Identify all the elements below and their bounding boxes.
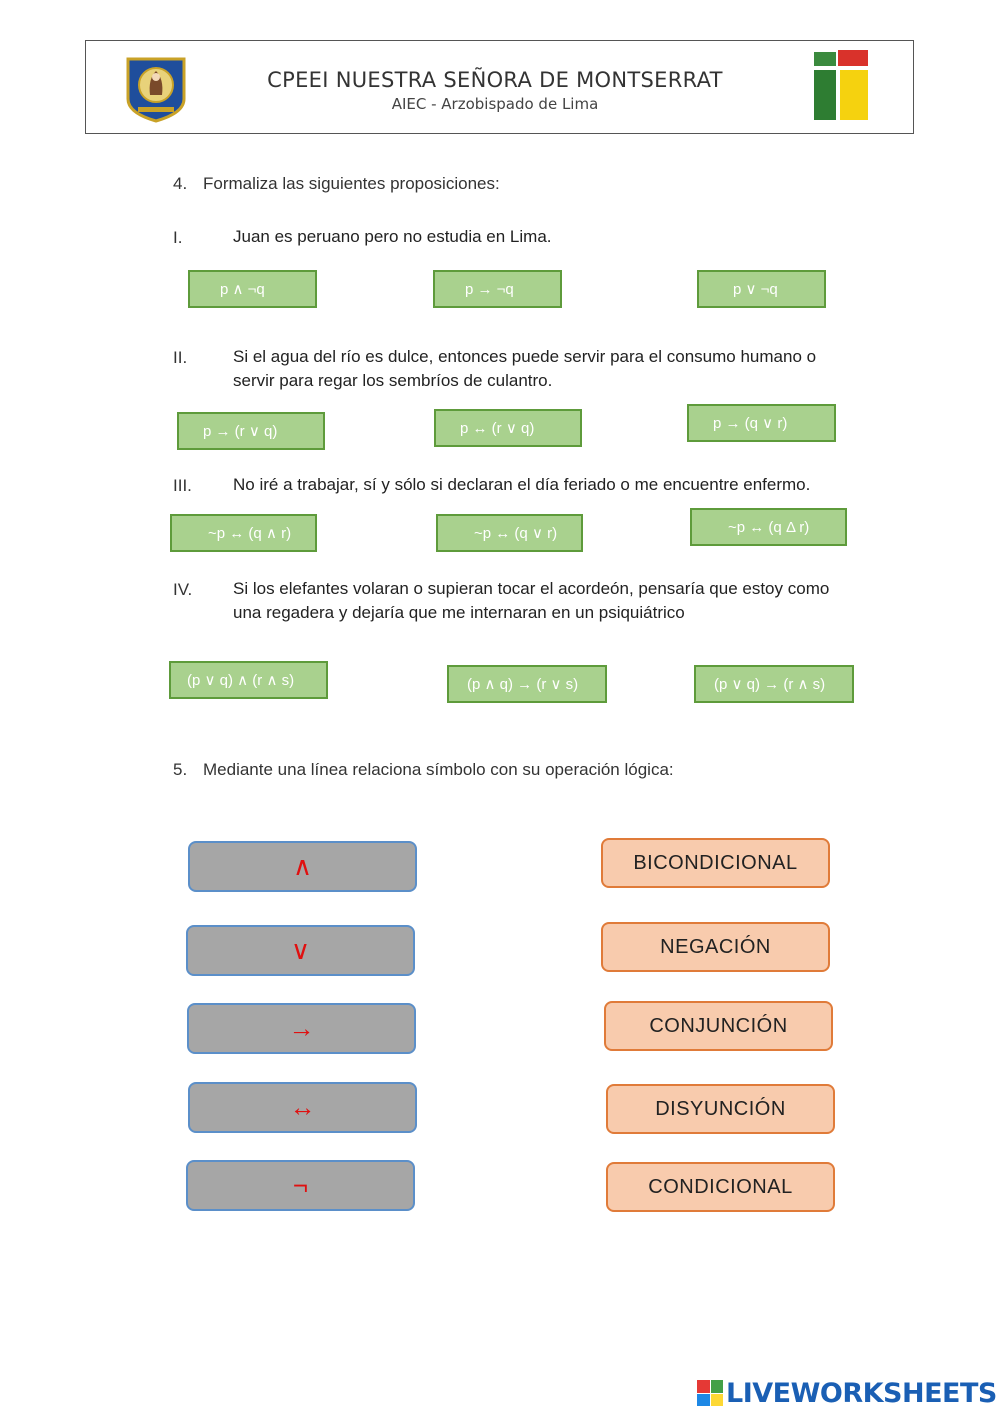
option-box[interactable]: p ↔ (r ∨ q) [434,409,582,447]
question-4-number: 4. [173,174,188,193]
symbol-box-iff[interactable]: ↔ [188,1082,417,1133]
option-box[interactable]: p ∧ ¬q [188,270,317,308]
symbol-box-and[interactable]: ∧ [188,841,417,892]
school-subtitle: AIEC - Arzobispado de Lima [391,95,599,113]
item-text: Juan es peruano pero no estudia en Lima. [233,227,552,246]
item-text: No iré a trabajar, sí y sólo si declaran… [233,475,811,494]
liveworksheets-brand: LIVEWORKSHEETS [726,1377,997,1409]
option-box[interactable]: (p ∨ q) → (r ∧ s) [694,665,854,703]
operation-box[interactable]: CONDICIONAL [606,1162,835,1212]
item-number: III. [173,476,192,495]
option-box[interactable]: p → (r ∨ q) [177,412,325,450]
item-text: Si el agua del río es dulce, entonces pu… [233,347,817,366]
symbol-box-not[interactable]: ¬ [186,1160,415,1211]
operation-box[interactable]: DISYUNCIÓN [606,1084,835,1134]
item-number: IV. [173,580,193,599]
option-box[interactable]: ~p ↔ (q ∨ r) [436,514,583,552]
question-5-text: Mediante una línea relaciona símbolo con… [203,760,674,779]
item-text: una regadera y dejaría que me internaran… [233,603,685,622]
option-box[interactable]: ~p ↔ (q ∧ r) [170,514,317,552]
option-box[interactable]: (p ∧ q) → (r ∨ s) [447,665,607,703]
operation-box[interactable]: CONJUNCIÓN [604,1001,833,1051]
liveworksheets-logo: LIVEWORKSHEETS [697,1377,997,1409]
option-box[interactable]: (p ∨ q) ∧ (r ∧ s) [169,661,328,699]
book-logo-icon [814,50,868,120]
item-text: Si los elefantes volaran o supieran toca… [233,579,830,598]
item-text: servir para regar los sembríos de culant… [233,371,553,390]
option-box[interactable]: p → ¬q [433,270,562,308]
operation-box[interactable]: NEGACIÓN [601,922,830,972]
item-number: II. [173,348,188,367]
question-4-text: Formaliza las siguientes proposiciones: [203,174,500,193]
option-box[interactable]: p → (q ∨ r) [687,404,836,442]
school-header [85,40,914,134]
liveworksheets-mark-icon [697,1380,723,1406]
school-seal-icon [126,57,186,123]
school-name: CPEEI NUESTRA SEÑORA DE MONTSERRAT [267,68,723,92]
option-box[interactable]: p ∨ ¬q [697,270,826,308]
operation-box[interactable]: BICONDICIONAL [601,838,830,888]
item-number: I. [173,228,183,247]
option-box[interactable]: ~p ↔ (q Δ r) [690,508,847,546]
question-5-number: 5. [173,760,188,779]
symbol-box-implies[interactable]: → [187,1003,416,1054]
symbol-box-or[interactable]: ∨ [186,925,415,976]
